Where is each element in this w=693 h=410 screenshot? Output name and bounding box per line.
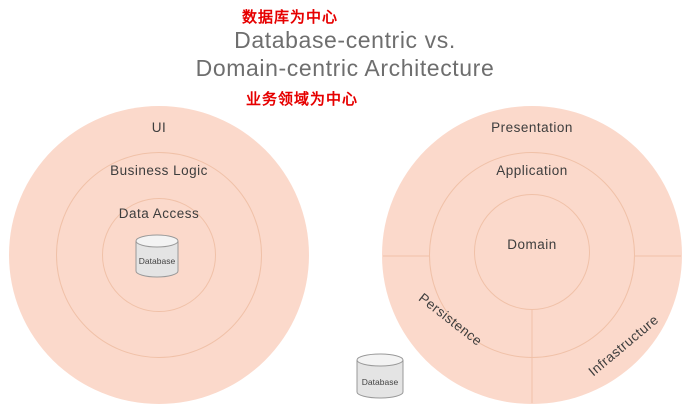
cylinder-body: [135, 241, 179, 278]
domain-centric-domain-circle: [474, 194, 590, 310]
label-business-logic: Business Logic: [110, 163, 208, 178]
caption-domain-centric-zh: 业务领域为中心: [245, 91, 358, 108]
cylinder-top: [135, 234, 179, 248]
label-data-access: Data Access: [118, 206, 200, 221]
database-cylinder-icon: Database: [356, 353, 404, 399]
title-line-2: Domain-centric Architecture: [195, 55, 495, 81]
cylinder-body: [356, 360, 404, 399]
cylinder-top: [356, 353, 404, 367]
database-cylinder-icon: Database: [135, 234, 179, 278]
label-presentation: Presentation: [491, 120, 573, 135]
database-label: Database: [139, 256, 176, 266]
label-ui: UI: [151, 120, 167, 135]
title-line-1: Database-centric vs.: [234, 27, 456, 53]
database-label: Database: [362, 377, 399, 387]
label-application: Application: [496, 163, 568, 178]
label-domain: Domain: [507, 237, 557, 252]
caption-database-centric-zh: 数据库为中心: [241, 9, 338, 26]
